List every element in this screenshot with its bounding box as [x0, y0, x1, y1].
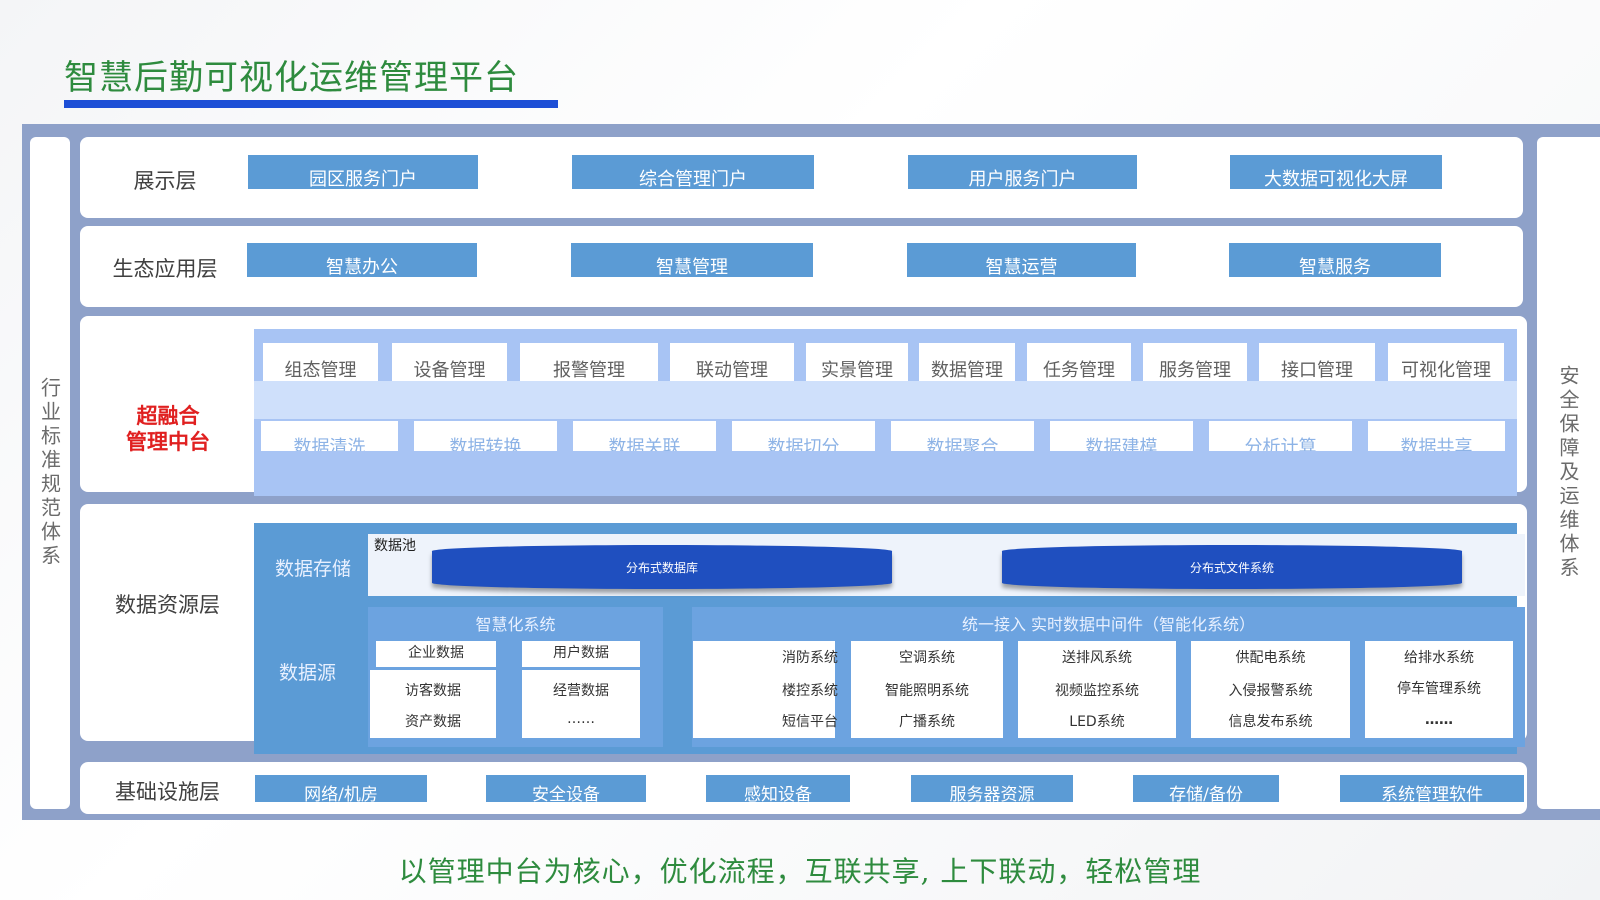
unified-col-1	[693, 641, 835, 738]
module-scene[interactable]: 实景管理	[806, 343, 908, 381]
layer-label-middle-platform: 超融合 管理中台	[108, 403, 228, 455]
system-more: ……	[1425, 712, 1453, 728]
data-cell-asset[interactable]: 资产数据	[405, 714, 461, 730]
footer-slogan: 以管理中台为核心，优化流程，互联共享, 上下联动，轻松管理	[398, 855, 1202, 888]
system-air-conditioning[interactable]: 空调系统	[899, 650, 955, 666]
portal-big-data-screen[interactable]: 大数据可视化大屏	[1230, 155, 1442, 189]
module-configuration[interactable]: 组态管理	[263, 343, 378, 381]
infra-security-device[interactable]: 安全设备	[486, 775, 646, 802]
data-cell-enterprise[interactable]: 企业数据	[376, 641, 496, 667]
page-title: 智慧后勤可视化运维管理平台	[64, 58, 519, 98]
layer-label-presentation: 展示层	[133, 169, 197, 193]
middle-label-line2: 管理中台	[126, 429, 210, 454]
middle-platform-strip	[254, 381, 1517, 419]
system-building-control[interactable]: 楼控系统	[782, 683, 838, 699]
distributed-database-cylinder[interactable]: 分布式数据库	[432, 545, 892, 589]
unified-col-3	[1018, 641, 1176, 738]
module-linkage[interactable]: 联动管理	[670, 343, 794, 381]
system-info-release[interactable]: 信息发布系统	[1228, 714, 1313, 730]
system-power-distribution[interactable]: 供配电系统	[1235, 650, 1306, 666]
process-splitting[interactable]: 数据切分	[732, 421, 875, 451]
smart-col-2	[522, 670, 640, 738]
layer-label-infrastructure: 基础设施层	[115, 780, 220, 804]
portal-park-service[interactable]: 园区服务门户	[248, 155, 478, 189]
process-conversion[interactable]: 数据转换	[414, 421, 557, 451]
side-label-security: 安全保障及运维体系	[1556, 365, 1580, 581]
data-storage-label: 数据存储	[275, 558, 352, 580]
smart-col-1	[370, 670, 496, 738]
process-association[interactable]: 数据关联	[573, 421, 716, 451]
unified-col-2	[851, 641, 1003, 738]
infra-network-room[interactable]: 网络/机房	[255, 775, 427, 802]
middle-label-line1: 超融合	[136, 403, 200, 428]
system-ventilation[interactable]: 送排风系统	[1062, 650, 1132, 666]
layer-label-ecology: 生态应用层	[112, 257, 218, 281]
smart-systems-title: 智慧化系统	[475, 615, 556, 634]
data-cell-more: ……	[567, 711, 595, 727]
data-pool-label: 数据池	[374, 538, 416, 554]
module-alarm[interactable]: 报警管理	[520, 343, 658, 381]
data-cell-business[interactable]: 经营数据	[553, 683, 609, 699]
infra-server-resource[interactable]: 服务器资源	[911, 775, 1073, 802]
app-smart-office[interactable]: 智慧办公	[247, 243, 477, 277]
data-cell-visitor[interactable]: 访客数据	[405, 683, 461, 699]
system-fire[interactable]: 消防系统	[782, 650, 838, 666]
system-smart-lighting[interactable]: 智能照明系统	[885, 683, 969, 699]
distributed-filesystem-label: 分布式文件系统	[1189, 560, 1274, 575]
system-parking[interactable]: 停车管理系统	[1397, 681, 1481, 697]
infra-sensing-device[interactable]: 感知设备	[706, 775, 850, 802]
title-underline	[64, 100, 558, 108]
module-task[interactable]: 任务管理	[1027, 343, 1131, 381]
system-video-surveillance[interactable]: 视频监控系统	[1055, 683, 1139, 699]
side-panel-standards: 行业标准规范体系	[30, 137, 70, 809]
system-intrusion-alarm[interactable]: 入侵报警系统	[1228, 683, 1313, 699]
infra-system-software[interactable]: 系统管理软件	[1340, 775, 1524, 802]
system-water-supply[interactable]: 给排水系统	[1404, 650, 1474, 666]
portal-user-service[interactable]: 用户服务门户	[908, 155, 1137, 189]
portal-integrated-management[interactable]: 综合管理门户	[572, 155, 814, 189]
process-cleaning[interactable]: 数据清洗	[261, 421, 398, 451]
infra-storage-backup[interactable]: 存储/备份	[1133, 775, 1279, 802]
module-data[interactable]: 数据管理	[919, 343, 1015, 381]
module-interface[interactable]: 接口管理	[1259, 343, 1375, 381]
process-sharing[interactable]: 数据共享	[1368, 421, 1505, 451]
unified-access-title: 统一接入 实时数据中间件（智能化系统）	[961, 615, 1256, 634]
module-device[interactable]: 设备管理	[392, 343, 507, 381]
system-broadcast[interactable]: 广播系统	[899, 714, 955, 730]
side-label-standards: 行业标准规范体系	[37, 377, 62, 569]
unified-col-5	[1365, 641, 1513, 738]
unified-col-4	[1191, 641, 1350, 738]
distributed-database-label: 分布式数据库	[625, 560, 698, 575]
process-aggregation[interactable]: 数据聚合	[891, 421, 1034, 451]
process-computation[interactable]: 分析计算	[1209, 421, 1352, 451]
module-visualization[interactable]: 可视化管理	[1388, 343, 1504, 381]
system-led[interactable]: LED系统	[1069, 714, 1125, 730]
side-panel-security: 安全保障及运维体系	[1537, 137, 1600, 809]
app-smart-service[interactable]: 智慧服务	[1229, 243, 1441, 277]
data-cell-user[interactable]: 用户数据	[522, 641, 640, 667]
module-service[interactable]: 服务管理	[1143, 343, 1247, 381]
distributed-filesystem-cylinder[interactable]: 分布式文件系统	[1002, 545, 1462, 589]
system-sms-platform[interactable]: 短信平台	[782, 714, 838, 730]
process-modeling[interactable]: 数据建模	[1050, 421, 1193, 451]
app-smart-management[interactable]: 智慧管理	[571, 243, 813, 277]
app-smart-operation[interactable]: 智慧运营	[907, 243, 1136, 277]
layer-label-data-resource: 数据资源层	[115, 593, 220, 617]
data-source-label: 数据源	[279, 662, 337, 684]
